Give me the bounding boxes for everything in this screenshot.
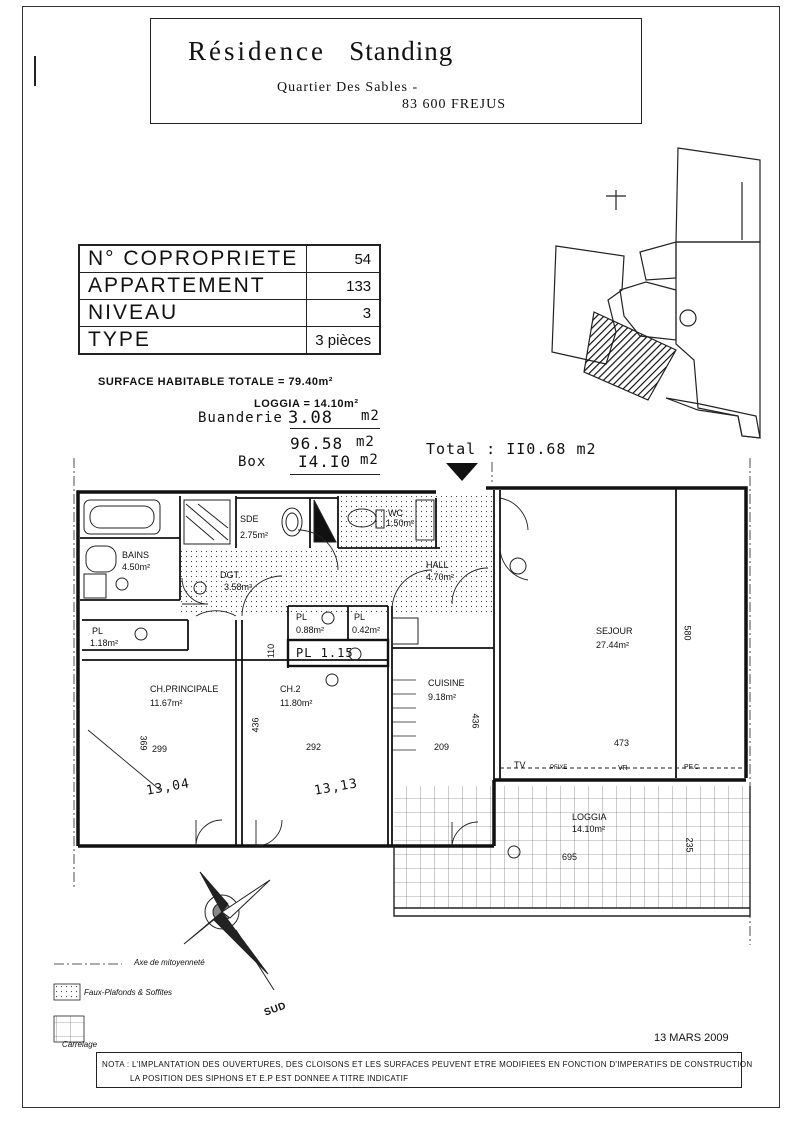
buanderie-value: 3.08: [288, 408, 333, 428]
room-pl2-area: 0.88m²: [296, 625, 325, 635]
room-sejour-name: SEJOUR: [596, 626, 633, 636]
page-number-mark: [34, 56, 36, 86]
room-pl3-name: PL: [354, 612, 366, 622]
room-loggia-area: 14.10m²: [572, 824, 606, 834]
room-ch2-name: CH.2: [280, 684, 301, 694]
room-bains-area: 4.50m²: [122, 562, 151, 572]
room-ch-principale-area: 11.67m²: [150, 698, 183, 708]
pl4-outline: [286, 638, 390, 668]
address-line-1: Quartier Des Sables -: [277, 80, 419, 95]
disclaimer-line-2: LA POSITION DES SIPHONS ET E.P EST DONNE…: [130, 1074, 409, 1083]
box-value: I4.I0: [298, 452, 352, 471]
room-wc-name: WC: [388, 508, 403, 518]
room-wc-area: 1.50m²: [386, 518, 415, 528]
dimension-label: 235: [684, 837, 695, 853]
room-hall-name: HALL: [426, 560, 449, 570]
dimension-label: 580: [682, 625, 693, 641]
fixtures: [83, 499, 746, 769]
carrelage-swatch: [53, 1015, 85, 1043]
legend-faux-plafonds-label: Faux-Plafonds & Soffites: [84, 988, 173, 997]
room-pl1-area: 1.18m²: [90, 638, 119, 648]
room-loggia-name: LOGGIA: [572, 812, 607, 822]
total-surface: Total : II0.68 m2: [426, 440, 597, 458]
subtotal-unit: m2: [356, 434, 375, 450]
room-sejour-area: 27.44m²: [596, 640, 630, 650]
faux-plafond-swatch: [53, 983, 81, 1001]
room-cuisine-name: CUISINE: [428, 678, 465, 688]
room-pl4-label: PL 1.15: [296, 646, 354, 660]
marker-pfc: PF.C: [684, 764, 700, 771]
faux-plafond-zones: [180, 496, 494, 616]
box-unit: m2: [360, 452, 379, 468]
address-line-2: 83 600 FREJUS: [402, 97, 507, 112]
room-sde-area: 2.75m²: [240, 530, 269, 540]
room-ch2-area: 11.80m²: [280, 698, 313, 708]
disclaimer-box: [96, 1052, 742, 1088]
subtotal-value: 96.58: [290, 434, 344, 453]
disclaimer-line-1: NOTA : L'IMPLANTATION DES OUVERTURES, DE…: [102, 1060, 753, 1069]
title-word-2: Standing: [349, 36, 454, 66]
room-cuisine-area: 9.18m²: [428, 692, 457, 702]
circle-markers: [115, 577, 521, 859]
room-pl1-name: PL: [92, 626, 104, 636]
row-label: N° COPROPRIETE: [78, 244, 308, 273]
row-label: APPARTEMENT: [78, 272, 308, 300]
room-hall-area: 4.70m²: [426, 572, 455, 582]
room-pl2-name: PL: [296, 612, 308, 622]
box-label: Box: [238, 454, 267, 470]
row-value: 54: [306, 244, 381, 273]
dimension-label: 369: [138, 735, 149, 751]
row-label: TYPE: [78, 326, 308, 355]
title-block: [150, 18, 642, 124]
legend-carrelage-label: Carrelage: [62, 1040, 98, 1049]
drawing-sheet-border: [22, 6, 780, 1108]
room-ch-principale-name: CH.PRINCIPALE: [150, 684, 219, 694]
subtotal-rule: [290, 428, 380, 429]
marker-pfixe: PFIXE: [550, 765, 568, 771]
row-label: NIVEAU: [78, 299, 308, 327]
north-arrow-compass: [183, 871, 275, 991]
room-bains-name: BAINS: [122, 550, 150, 560]
dimension-label: 695: [562, 852, 578, 862]
buanderie-label: Buanderie: [198, 410, 283, 426]
plan-date: 13 MARS 2009: [654, 1032, 729, 1044]
dimension-label: 292: [306, 742, 322, 752]
kitchen-stair-lines: [392, 679, 416, 751]
row-value: 3: [306, 299, 381, 327]
dimension-label: 473: [614, 738, 630, 748]
residence-title: Résidence Standing: [188, 36, 453, 67]
room-pl3-area: 0.42m²: [352, 625, 381, 635]
dimension-label: 436: [470, 713, 481, 729]
marker-vr: VR: [618, 765, 628, 772]
key-plan: [551, 147, 761, 439]
row-value: 3 pièces: [306, 326, 381, 355]
door-swings: [87, 497, 529, 847]
entrance-arrow: [446, 463, 478, 481]
dimension-label: 209: [434, 742, 450, 752]
room-sde-name: SDE: [240, 514, 259, 524]
walls: [76, 486, 748, 848]
surface-loggia: LOGGIA = 14.10m²: [254, 398, 359, 410]
dimension-label: 299: [152, 744, 168, 754]
room-dgt-area: 3.58m²: [224, 582, 253, 592]
title-word-1: Résidence: [188, 36, 326, 66]
room-dgt-name: DGT.: [220, 570, 241, 580]
surface-habitable: SURFACE HABITABLE TOTALE = 79.40m²: [98, 376, 333, 388]
legend-axe-label: Axe de mitoyenneté: [134, 958, 205, 967]
marker-tv: TV: [514, 760, 526, 770]
buanderie-unit: m2: [361, 408, 380, 424]
dimension-label: 436: [250, 717, 261, 733]
loggia-outline: [393, 786, 751, 917]
box-rule: [290, 474, 380, 475]
dimension-label: 110: [266, 643, 277, 659]
